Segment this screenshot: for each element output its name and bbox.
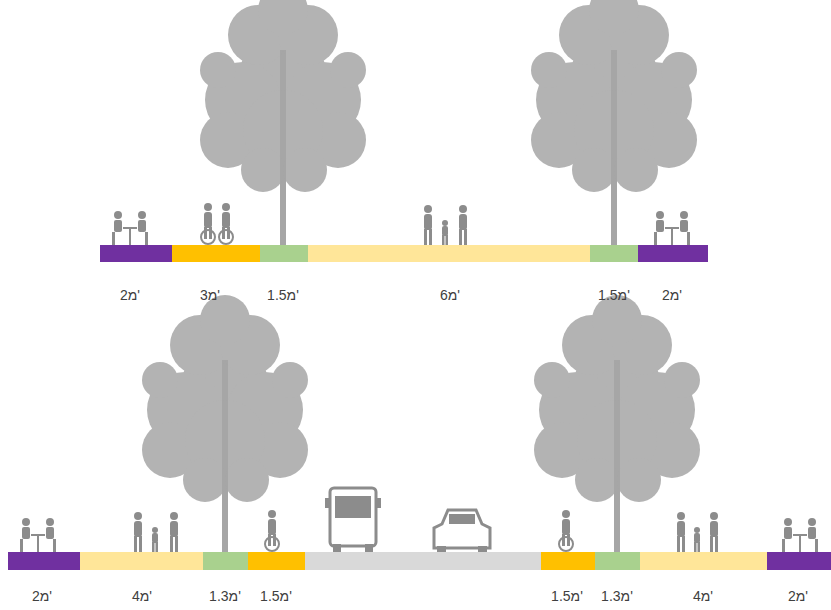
dimension-label: 6מ'	[440, 287, 460, 303]
dimension-label: 1.5מ'	[598, 287, 630, 303]
dimension-label: 3מ'	[200, 287, 220, 303]
dimension-label: 2מ'	[32, 588, 52, 604]
dimension-label: 1.3מ'	[601, 588, 633, 604]
dimension-label: 1.5מ'	[260, 588, 292, 604]
section-band	[100, 245, 708, 262]
dimension-label: 1.3מ'	[209, 588, 241, 604]
dimension-label: 4מ'	[693, 588, 713, 604]
car-icon	[434, 510, 490, 553]
section-band	[8, 552, 831, 570]
dimension-label: 2מ'	[788, 588, 808, 604]
dimension-label: 4מ'	[132, 588, 152, 604]
dimension-label: 1.5מ'	[551, 588, 583, 604]
dimension-label: 2מ'	[662, 287, 682, 303]
dimension-label: 2מ'	[120, 287, 140, 303]
bus-icon	[325, 488, 381, 552]
dimension-label: 1.5מ'	[267, 287, 299, 303]
